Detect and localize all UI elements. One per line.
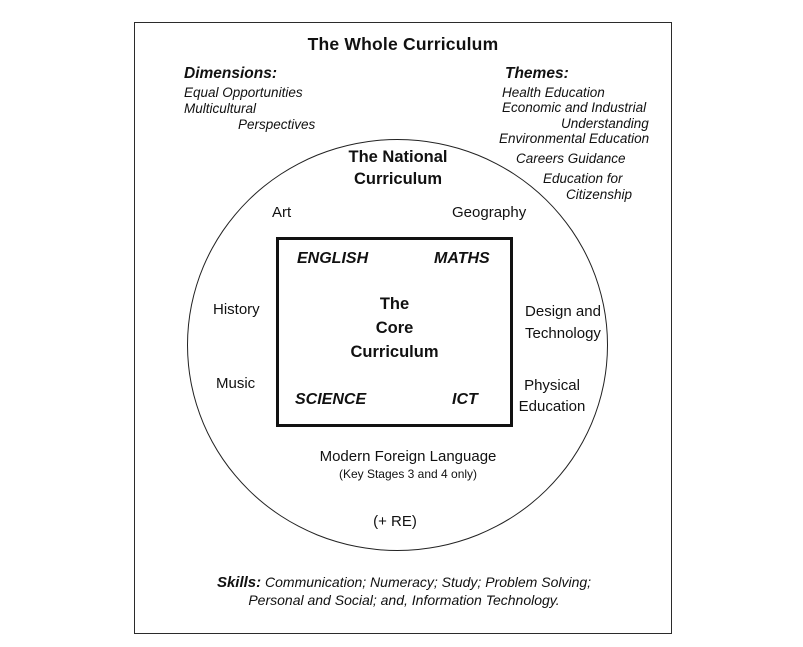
core-curriculum-title-line2: Core xyxy=(375,319,414,337)
subject-history: History xyxy=(213,301,260,318)
themes-item: Careers Guidance xyxy=(516,150,626,166)
themes-item: Health Education xyxy=(502,84,605,100)
subject-music: Music xyxy=(216,375,256,392)
core-subject-english: ENGLISH xyxy=(297,250,369,267)
core-subject-ict: ICT xyxy=(452,391,478,408)
themes-item: Education for xyxy=(543,171,623,186)
subject-modern-foreign-language: Modern Foreign Language (Key Stages 3 an… xyxy=(258,448,558,481)
subject-design-technology-line1: Design and xyxy=(525,303,601,320)
core-curriculum-title-line3: Curriculum xyxy=(350,343,439,361)
subject-geography: Geography xyxy=(452,204,527,221)
themes-item: Economic and Industrial xyxy=(502,100,647,115)
core-curriculum-title: The Core Curriculum xyxy=(276,292,513,364)
dimensions-item: Equal Opportunities xyxy=(184,85,303,100)
core-subject-maths: MATHS xyxy=(434,250,490,267)
skills-line2: Personal and Social; and, Information Te… xyxy=(248,591,560,608)
themes-block: Themes: Health Education Economic and In… xyxy=(499,66,674,202)
subject-re: (+ RE) xyxy=(373,513,417,530)
subject-design-technology-line2: Technology xyxy=(525,325,601,342)
page-title: The Whole Curriculum xyxy=(307,34,499,54)
skills-line1-text: Communication; Numeracy; Study; Problem … xyxy=(265,574,592,590)
dimensions-header: Dimensions: xyxy=(184,65,278,82)
subject-mfl-note: (Key Stages 3 and 4 only) xyxy=(338,467,478,481)
dimensions-item: Perspectives xyxy=(238,117,316,132)
subject-art: Art xyxy=(272,204,292,221)
themes-item: Environmental Education xyxy=(499,131,650,146)
national-curriculum-title-line1: The National xyxy=(348,148,448,166)
subject-physical-education: Physical Education xyxy=(506,375,598,417)
national-curriculum-circle xyxy=(187,139,608,551)
subject-mfl-label: Modern Foreign Language xyxy=(319,448,497,465)
core-curriculum-square xyxy=(276,237,513,427)
skills-block: Skills: Communication; Numeracy; Study; … xyxy=(154,574,654,609)
skills-line1: Skills: Communication; Numeracy; Study; … xyxy=(154,574,654,592)
national-curriculum-title-line2: Curriculum xyxy=(353,169,442,188)
subject-physical-education-line1: Physical xyxy=(524,377,580,394)
subject-physical-education-line2: Education xyxy=(518,398,586,415)
core-curriculum-title-line1: The xyxy=(379,295,410,313)
skills-header: Skills: xyxy=(216,574,262,591)
subject-design-technology: Design and Technology xyxy=(515,301,611,345)
themes-item: Citizenship xyxy=(566,186,633,202)
core-subject-science: SCIENCE xyxy=(295,391,367,408)
themes-item: Understanding xyxy=(561,115,649,131)
dimensions-block: Dimensions: Equal Opportunities Multicul… xyxy=(184,66,354,133)
themes-header: Themes: xyxy=(505,65,569,82)
dimensions-item: Multicultural xyxy=(184,101,257,116)
national-curriculum-title: The National Curriculum xyxy=(298,147,498,190)
